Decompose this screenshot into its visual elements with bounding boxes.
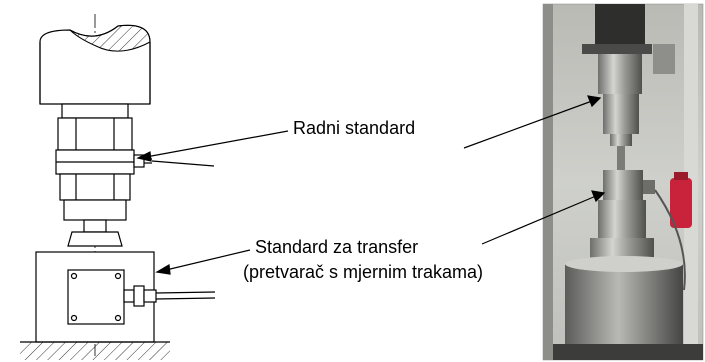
label-transfer-standard-sub: (pretvarač s mjernim trakama) bbox=[243, 262, 484, 282]
cable-bottom-1 bbox=[155, 291, 216, 294]
load-button bbox=[67, 219, 123, 247]
transfer-standard-drawing bbox=[35, 251, 157, 343]
working-standard-drawing bbox=[55, 103, 152, 221]
cable-bottom-2 bbox=[155, 297, 216, 300]
ground-hatch bbox=[20, 342, 170, 360]
label-working-standard: Radni standard bbox=[293, 118, 416, 138]
label-transfer-standard: Standard za transfer bbox=[255, 237, 419, 257]
cable-top bbox=[151, 160, 215, 167]
top-cylinder bbox=[39, 24, 151, 105]
photo bbox=[542, 3, 704, 361]
leader-arrows bbox=[136, 95, 606, 275]
